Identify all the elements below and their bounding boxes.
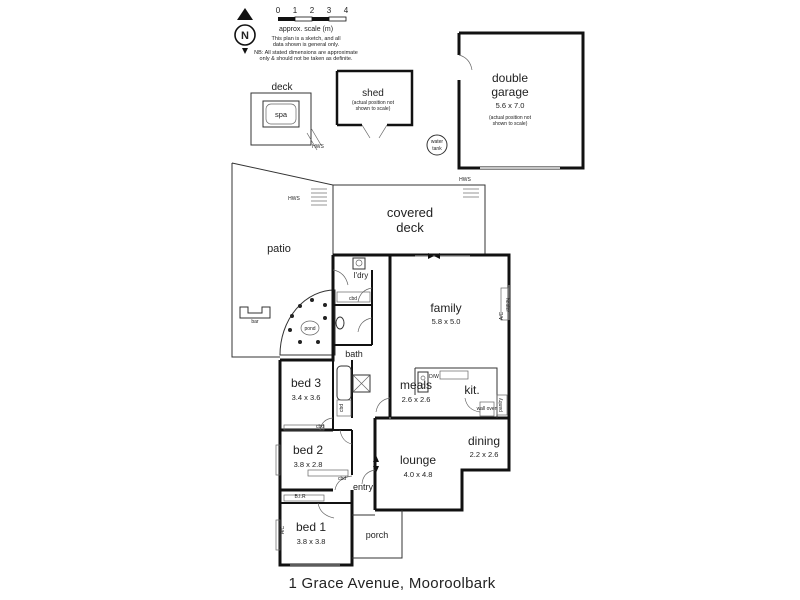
- hws-label: HWS: [288, 196, 300, 202]
- laundry-label: l'dry: [354, 271, 368, 280]
- shed-label: shed: [362, 88, 384, 99]
- meals-dim: 2.6 x 2.6: [402, 395, 431, 404]
- family-dim: 5.8 x 5.0: [432, 317, 461, 326]
- kitchen-label: kit.: [464, 383, 479, 397]
- deck-label: deck: [271, 82, 293, 93]
- lounge-dim: 4.0 x 4.8: [404, 470, 433, 479]
- scale-bar: 0 1 2 3 4 approx. scale (m) This plan is…: [254, 6, 358, 62]
- scale-tick: 4: [344, 6, 349, 15]
- covered-deck-label: covered: [387, 205, 433, 220]
- door-swings: [317, 269, 481, 519]
- disclaimer-line: This plan is a sketch, and all: [271, 36, 340, 42]
- dining-dim: 2.2 x 2.6: [470, 450, 499, 459]
- porch-label: porch: [366, 530, 389, 540]
- covered-deck-label: deck: [396, 220, 424, 235]
- bed3-dim: 3.4 x 3.6: [292, 393, 321, 402]
- heater-label: heater: [504, 298, 510, 313]
- kitchen-fixtures: [417, 370, 508, 417]
- double-garage: double garage 5.6 x 7.0 (actual position…: [457, 31, 585, 170]
- dishwasher-label: D/W: [429, 374, 439, 380]
- windows: [290, 255, 510, 566]
- bath-label: bath: [345, 349, 363, 359]
- compass-north-label: N: [241, 30, 249, 42]
- built-in-robes: [275, 424, 349, 551]
- north-compass-icon: N: [234, 8, 256, 54]
- lounge-label: lounge: [400, 453, 436, 467]
- shed-note: (actual position not: [352, 100, 395, 106]
- scale-tick: 2: [310, 6, 315, 15]
- bed2-dim: 3.8 x 2.8: [294, 460, 323, 469]
- scale-tick: 1: [293, 6, 298, 15]
- shed: shed (actual position not shown to scale…: [335, 69, 414, 139]
- house-walls: [278, 253, 511, 567]
- sliding-door-arrows: [373, 253, 440, 473]
- garage-note: (actual position not: [489, 115, 532, 121]
- scale-tick: 3: [327, 6, 332, 15]
- scale-label: approx. scale (m): [279, 26, 333, 33]
- bed1-label: bed 1: [296, 520, 326, 534]
- cupboard-label: cbd: [338, 476, 346, 482]
- water-tank-label: tank: [432, 146, 442, 152]
- patio-label: patio: [267, 243, 291, 255]
- cupboard-label: cbd: [316, 424, 324, 430]
- pond-label: pond: [304, 326, 315, 332]
- disclaimer-line: NB: All stated dimensions are approximat…: [254, 50, 358, 56]
- entry-label: entry: [353, 482, 374, 492]
- bed1-dim: 3.8 x 3.8: [297, 537, 326, 546]
- disclaimer-line: only & should not be taken as definite.: [260, 56, 353, 62]
- ac-label: A/C: [499, 311, 505, 320]
- bed2-label: bed 2: [293, 443, 323, 457]
- garage-label: double: [492, 71, 528, 85]
- hws-label: HWS: [312, 144, 324, 150]
- property-address: 1 Grace Avenue, Mooroolbark: [288, 575, 495, 592]
- outdoor-areas: bar pond patio covered deck: [231, 162, 486, 358]
- family-label: family: [430, 301, 461, 315]
- hws-label: HWS: [459, 177, 471, 183]
- deck-spa: deck spa: [250, 82, 322, 151]
- bir-label: B.I.R: [294, 494, 306, 500]
- bathroom-fixtures: [335, 257, 371, 417]
- cupboard-label: cbd: [349, 296, 357, 302]
- bar-label: bar: [251, 319, 259, 325]
- bed3-label: bed 3: [291, 376, 321, 390]
- shed-note: shown to scale): [356, 106, 391, 112]
- garage-label: garage: [491, 85, 529, 99]
- water-tank: water tank: [426, 134, 448, 156]
- dining-label: dining: [468, 434, 500, 448]
- meals-label: meals: [400, 378, 432, 392]
- garage-note: shown to scale): [493, 121, 528, 127]
- disclaimer-line: data shown is general only.: [273, 42, 340, 48]
- heater: [500, 287, 509, 321]
- water-tank-label: water: [431, 139, 444, 145]
- pantry-label: pantry: [498, 398, 504, 412]
- ac-label: A/C: [280, 525, 286, 534]
- cupboard-label: cbd: [339, 404, 345, 412]
- room-labels: l'dry cbd bath family 5.8 x 5.0 heater m…: [280, 144, 510, 546]
- wall-oven-label: wall oven: [477, 406, 498, 412]
- garage-dim: 5.6 x 7.0: [496, 101, 525, 110]
- spa-label: spa: [275, 110, 288, 119]
- scale-tick: 0: [276, 6, 281, 15]
